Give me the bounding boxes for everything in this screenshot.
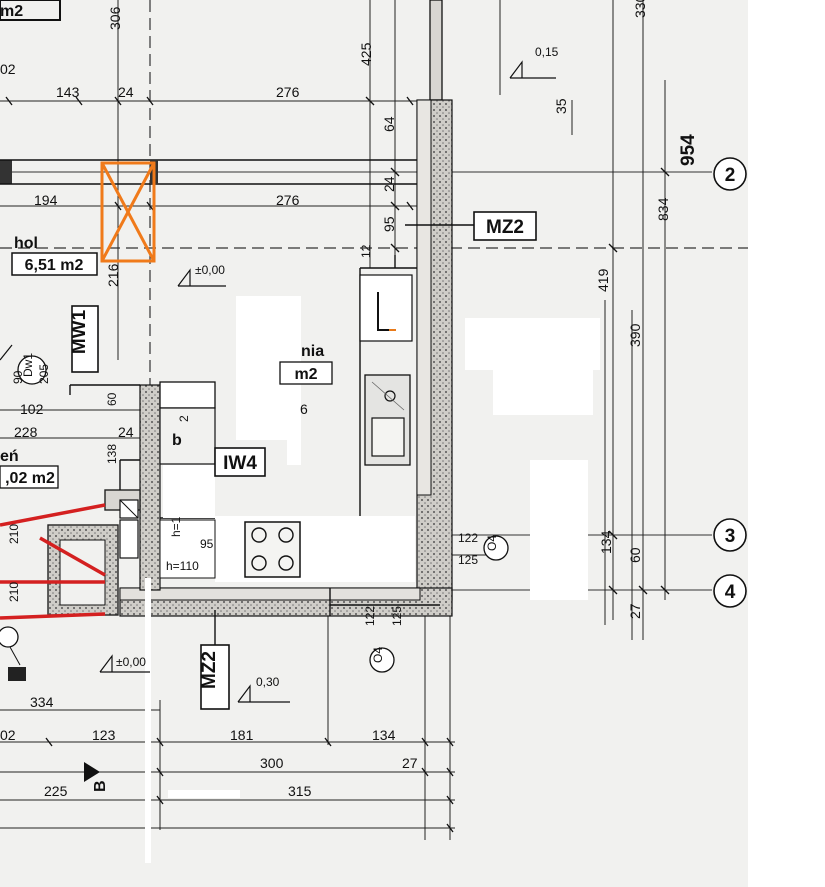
level-bottom: ±0,00: [116, 655, 146, 669]
dim-123: 123: [92, 727, 116, 743]
dim-225: 225: [44, 783, 68, 799]
dim-954: 954: [678, 134, 699, 166]
kitchen-area-partial: m2: [294, 366, 317, 383]
dim-60-right: 60: [627, 547, 643, 563]
dim-122-bottom: 122: [363, 606, 377, 626]
dim-134-right: 134: [598, 530, 614, 554]
dim-194: 194: [34, 192, 58, 208]
dim-216: 216: [105, 263, 121, 287]
level-hall: ±0,00: [195, 263, 225, 277]
dim-228: 228: [14, 424, 38, 440]
dim-60: 60: [105, 392, 119, 406]
dim-210-a: 210: [7, 524, 21, 544]
room-labels: m2 hol 6,51 m2 nia m2 eń ,02 m2: [0, 3, 333, 489]
mz2-right-tag: MZ2: [486, 217, 524, 238]
dim-138: 138: [105, 444, 119, 464]
axis-b-label: B: [92, 780, 109, 792]
dim-306: 306: [107, 6, 123, 30]
dim-390: 390: [627, 323, 643, 347]
dimension-lines: [0, 0, 670, 840]
dim-425: 425: [358, 42, 374, 66]
counter-h110: h=110: [166, 559, 199, 573]
counter-95: 95: [200, 537, 214, 551]
dim-24-top: 24: [118, 84, 134, 100]
kitchen-left-wall: [139, 384, 161, 591]
element-tags: MZ2 MZ2 MW1 IW4 O4 O4 Dw1: [0, 211, 537, 710]
dim-205: 205: [37, 364, 51, 384]
dim-35: 35: [553, 98, 569, 114]
dimension-texts: 306 425 330 02 143 24 276 35 64 194 276 …: [0, 0, 699, 799]
kitchen-cabinet: [359, 274, 413, 342]
dim-02-bottom: 02: [0, 727, 16, 743]
axis-markers: 2 3 4 B: [84, 157, 747, 792]
axis-3-label: 3: [725, 526, 736, 547]
dim-24-left: 24: [118, 424, 134, 440]
dim-419: 419: [595, 268, 611, 292]
dim-122-right: 122: [458, 531, 478, 545]
dim-27-bottom: 27: [402, 755, 418, 771]
o4-right-tag: O4: [485, 535, 499, 551]
left-room-area: ,02 m2: [5, 470, 55, 487]
dim-300: 300: [260, 755, 284, 771]
orange-shaft-marker: [100, 161, 156, 263]
level-markers: ±0,00 0,15 0,30 ±0,00: [99, 45, 559, 703]
mz2-bottom-tag: MZ2: [199, 651, 220, 689]
dim-6: 6: [300, 401, 308, 417]
hall-area: 6,51 m2: [25, 257, 84, 274]
dim-334: 334: [30, 694, 54, 710]
axis-2-label: 2: [725, 165, 736, 186]
cooktop-front: [159, 519, 301, 579]
level-030: 0,30: [256, 675, 280, 689]
fridge: [159, 407, 216, 465]
top-wall-fragments: [0, 0, 443, 185]
dim-95: 95: [381, 216, 397, 232]
hall-name: hol: [14, 235, 38, 252]
dim-02-top: 02: [0, 61, 16, 77]
dim-276-mid: 276: [276, 192, 300, 208]
counter-h: h=1: [169, 516, 183, 537]
o4-bottom-tag: O4: [371, 647, 385, 663]
dim-134-bottom: 134: [372, 727, 396, 743]
dim-102: 102: [20, 401, 44, 417]
top-left-area: m2: [0, 3, 23, 20]
redaction-masks: [145, 0, 825, 887]
dim-125-right: 125: [458, 553, 478, 567]
kitchen-name-partial: nia: [301, 343, 324, 360]
dim-12: 12: [359, 244, 373, 258]
fridge-2-label: 2: [177, 415, 191, 422]
dim-24-mid: 24: [381, 176, 397, 192]
dim-125-bottom: 125: [390, 606, 404, 626]
mw1-tag: MW1: [69, 309, 90, 354]
dw1-tag: Dw1: [21, 353, 35, 377]
fixture-labels: b 2 95 h=110 h=1: [166, 415, 214, 573]
exterior-walls: [47, 99, 453, 617]
dim-330: 330: [632, 0, 648, 18]
dim-315: 315: [288, 783, 312, 799]
dim-143: 143: [56, 84, 80, 100]
left-room-partial: eń: [0, 448, 19, 465]
mw4-tag: IW4: [223, 453, 257, 474]
dim-181: 181: [230, 727, 254, 743]
dim-276-top: 276: [276, 84, 300, 100]
dim-90: 90: [11, 370, 25, 384]
dim-64: 64: [381, 116, 397, 132]
dim-27-right: 27: [627, 603, 643, 619]
fridge-b-label: b: [172, 432, 182, 449]
red-markups: [0, 503, 106, 620]
dim-210-b: 210: [7, 582, 21, 602]
axis-4-label: 4: [725, 582, 736, 603]
level-015: 0,15: [535, 45, 559, 59]
dim-834: 834: [655, 197, 671, 221]
